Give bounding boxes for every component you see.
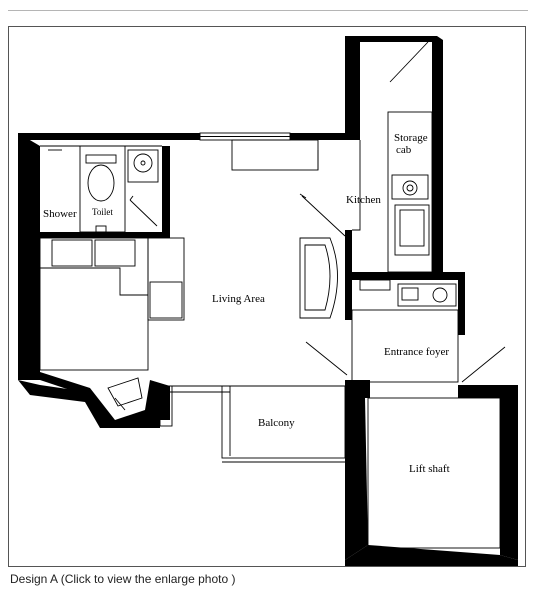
caption-link[interactable]: Design A (Click to view the enlarge phot…	[10, 572, 236, 586]
wall-bay	[18, 372, 170, 428]
stove-icon	[391, 174, 429, 200]
wall-lift-left	[345, 380, 368, 560]
label-storage-cab: cab	[396, 144, 412, 156]
washer-icon	[397, 283, 457, 307]
label-balcony: Balcony	[258, 417, 295, 429]
kitchen-sink-icon	[394, 204, 430, 256]
wall-left	[18, 133, 40, 380]
sofa-icon	[299, 237, 338, 319]
wall-kitchen-right	[432, 36, 437, 272]
toilet-cubicle	[79, 145, 126, 233]
top-divider	[8, 10, 528, 11]
label-toilet: Toilet	[92, 207, 113, 217]
wall-lift-top-right	[458, 385, 518, 560]
wardrobe	[147, 237, 185, 321]
sink-icon	[127, 149, 159, 183]
wall-bath-bottom	[40, 232, 170, 238]
label-kitchen: Kitchen	[346, 194, 381, 206]
balcony-area	[221, 385, 346, 459]
chair-icon	[107, 377, 143, 407]
wall-kitchen-foyer	[345, 272, 465, 280]
tv-cabinet	[231, 139, 319, 171]
bed	[39, 237, 149, 371]
label-entrance-foyer: Entrance foyer	[384, 346, 449, 358]
label-living-area: Living Area	[212, 293, 265, 305]
label-lift-shaft: Lift shaft	[409, 463, 450, 475]
fixtures	[39, 41, 506, 549]
wall-kitchen-right-outer	[437, 36, 443, 272]
wall-top-right	[290, 133, 355, 140]
label-shower: Shower	[43, 208, 77, 220]
entrance-foyer-room	[351, 309, 459, 383]
wall-top-left	[18, 133, 200, 140]
pillow-right	[94, 239, 136, 267]
toilet-bowl-icon	[87, 164, 115, 202]
wall-kitchen-left	[345, 36, 360, 140]
pillow-left	[51, 239, 93, 267]
wall-bay-left	[18, 380, 160, 428]
wall-foyer-left	[345, 280, 352, 320]
wall-lift-bottom	[345, 545, 518, 566]
wall-kitchen-top	[345, 36, 437, 42]
wall-bath-right	[162, 146, 170, 238]
label-storage: Storage	[394, 132, 428, 144]
wall-foyer-right	[458, 272, 465, 335]
lift-shaft-room	[367, 397, 501, 549]
walls	[18, 36, 518, 566]
kitchen-counter	[387, 111, 433, 273]
